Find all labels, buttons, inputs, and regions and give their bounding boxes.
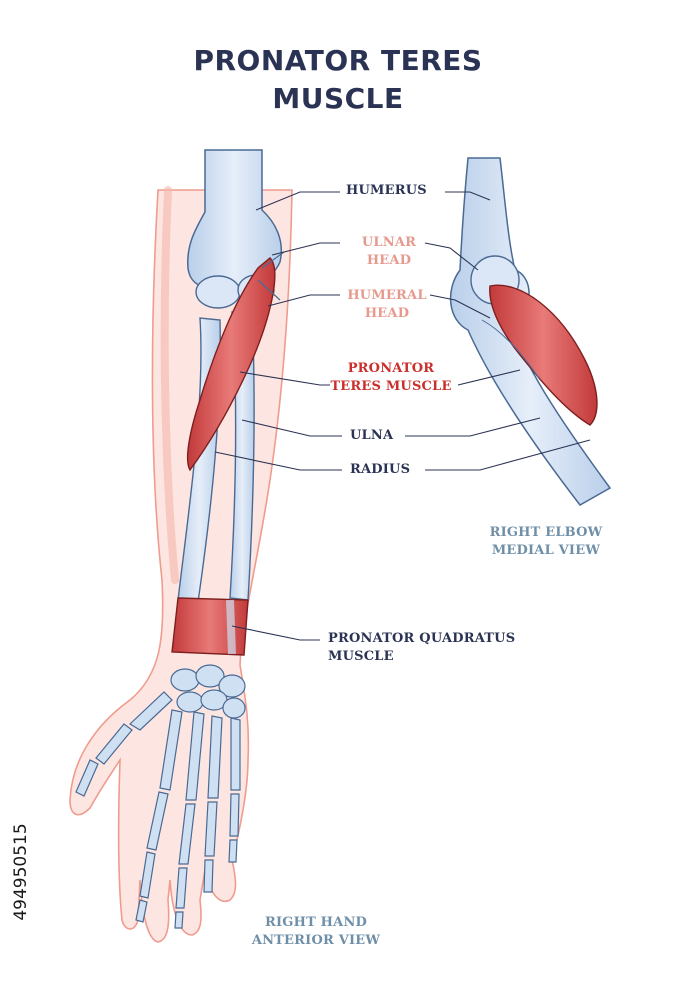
diagram-title-line-1: PRONATOR TERES [193, 44, 483, 77]
caption-hand-view-line-1: RIGHT HAND [265, 915, 367, 930]
label-radius: RADIUS [350, 462, 411, 477]
elbow-medial-view [449, 157, 612, 506]
label-pronator-quadratus-line-2: MUSCLE [328, 649, 394, 664]
label-pronator-quadratus: PRONATOR QUADRATUS MUSCLE [328, 630, 515, 666]
stock-id-watermark: 494950515 [8, 762, 34, 992]
stock-id-text: 494950515 [11, 823, 31, 921]
caption-hand-view-line-2: ANTERIOR VIEW [251, 933, 381, 948]
label-ulnar-head-line-1: ULNAR [361, 235, 417, 250]
label-pronator-teres-line-1: PRONATOR [347, 361, 435, 376]
caption-elbow-view: RIGHT ELBOW MEDIAL VIEW [486, 524, 606, 560]
label-ulnar-head: ULNAR HEAD [346, 234, 432, 270]
pronator-teres-muscle [186, 251, 285, 472]
caption-hand-view: RIGHT HAND ANTERIOR VIEW [246, 914, 386, 950]
label-humeral-head-line-1: HUMERAL [347, 288, 427, 303]
label-humerus: HUMERUS [346, 183, 427, 198]
label-pronator-quadratus-line-1: PRONATOR QUADRATUS [328, 631, 516, 646]
label-humeral-head-line-2: HEAD [364, 306, 410, 321]
hand-bones [75, 664, 246, 929]
diagram-title-line-2: MUSCLE [272, 82, 404, 115]
pronator-quadratus-muscle [171, 597, 249, 656]
label-pronator-teres: PRONATOR TERES MUSCLE [330, 360, 452, 396]
label-pronator-teres-line-2: TERES MUSCLE [330, 379, 452, 394]
caption-elbow-view-line-1: RIGHT ELBOW [489, 525, 603, 540]
label-ulna: ULNA [350, 428, 394, 443]
caption-elbow-view-line-2: MEDIAL VIEW [491, 543, 601, 558]
label-humeral-head: HUMERAL HEAD [342, 287, 432, 323]
label-ulnar-head-line-2: HEAD [366, 253, 412, 268]
leader-lines [214, 191, 591, 641]
